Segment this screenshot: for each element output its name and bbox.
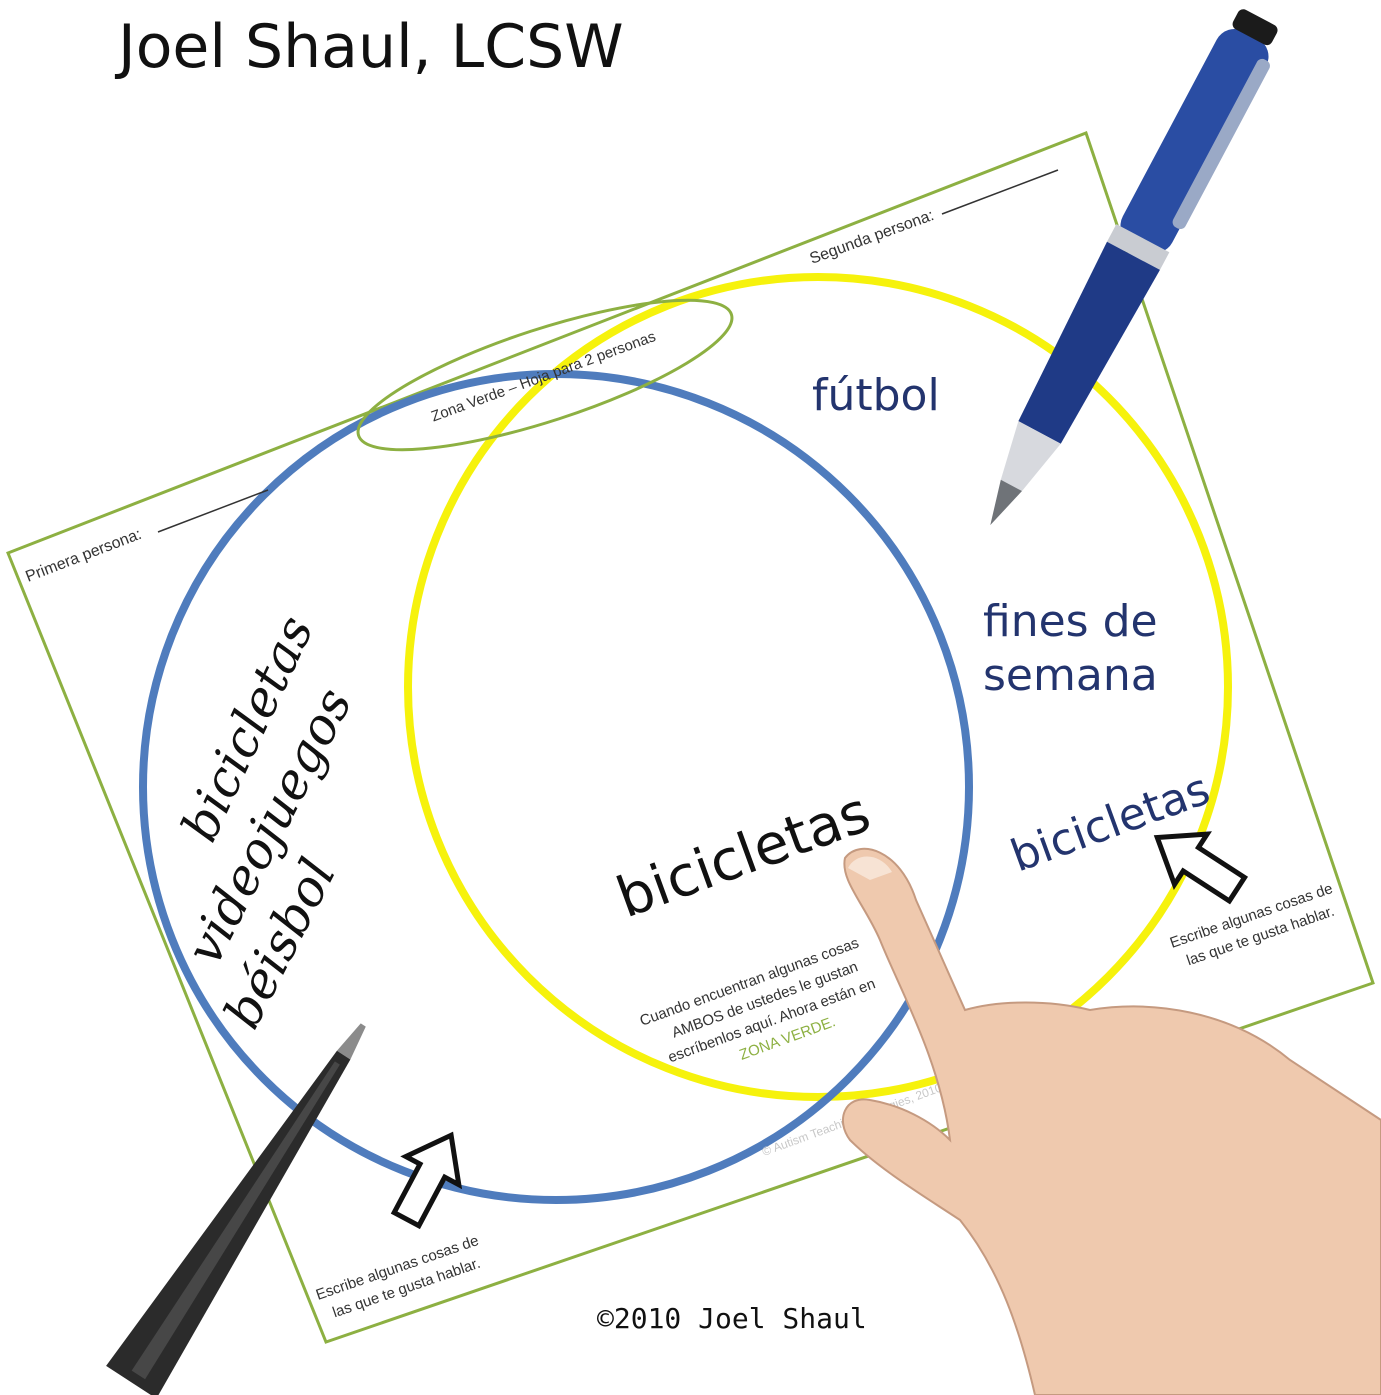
black-pen-icon xyxy=(106,1023,366,1395)
pointing-hand-icon xyxy=(841,847,1381,1395)
right-word-fines-line1: fines de xyxy=(983,596,1158,647)
arrow-left-icon xyxy=(390,1131,463,1230)
second-person-line xyxy=(941,169,1059,215)
blue-pen-icon xyxy=(990,9,1278,526)
yellow-circle xyxy=(404,273,1232,1101)
arrow-right-icon xyxy=(1153,831,1249,905)
blue-circle xyxy=(139,370,973,1204)
first-person-line xyxy=(157,489,269,533)
heading-oval xyxy=(356,298,734,452)
right-word-fines-line2: semana xyxy=(983,650,1158,701)
right-word-futbol: fútbol xyxy=(812,370,940,421)
page-title: Joel Shaul, LCSW xyxy=(118,12,624,82)
copyright-footer: ©2010 Joel Shaul xyxy=(597,1302,867,1335)
